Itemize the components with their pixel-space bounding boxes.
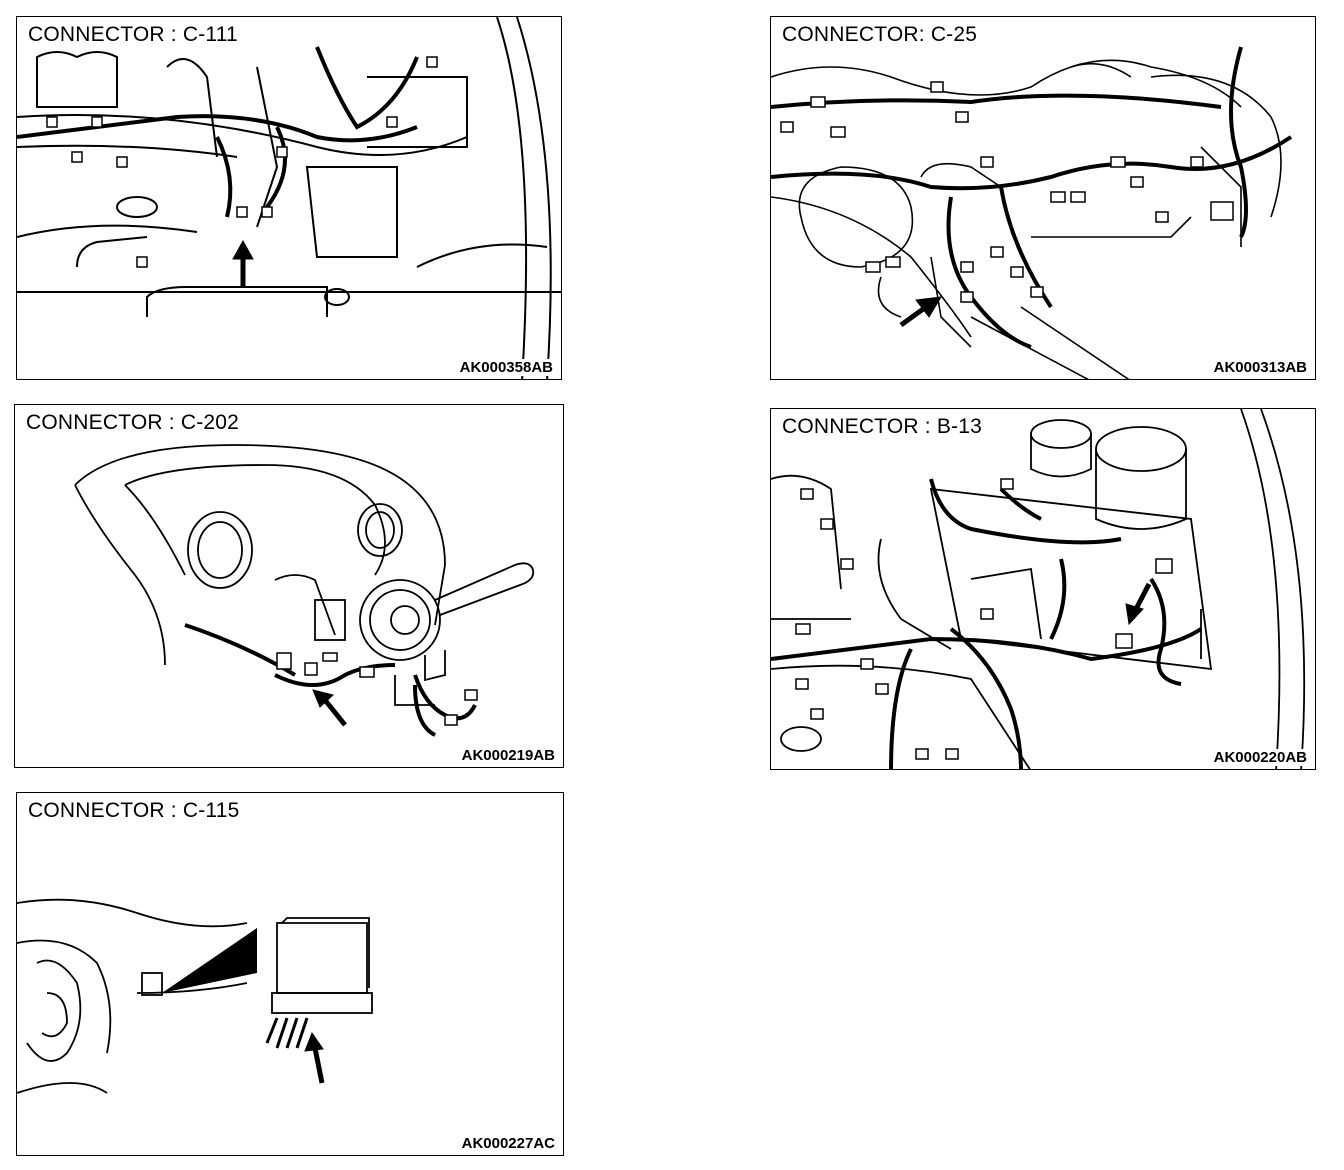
connector-title: CONNECTOR : C-115 [25,799,243,823]
panel-connector-b13: CONNECTOR : B-13 AK000220AB [770,408,1316,770]
figure-code: AK000219AB [459,747,557,764]
pointer-arrow-c111 [232,239,254,287]
pointer-arrow-c202 [312,689,347,727]
figure-code: AK000358AB [457,359,555,376]
pointer-arrow-c25 [899,296,942,328]
figure-code: AK000313AB [1211,359,1309,376]
figure-code: AK000227AC [459,1135,557,1152]
zoom-callout-wedge [162,928,257,993]
connector-title: CONNECTOR : C-202 [23,411,243,435]
figure-code: AK000220AB [1211,749,1309,766]
panel-connector-c111: CONNECTOR : C-111 AK000358AB [16,16,562,380]
connector-title: CONNECTOR: C-25 [779,23,981,47]
pointer-arrow-b13 [1125,582,1152,626]
steering-column-illustration-c202 [74,444,535,737]
panel-connector-c25: CONNECTOR: C-25 AK000313AB [770,16,1316,380]
panel-connector-c115: CONNECTOR : C-115 AK000227AC [16,792,564,1156]
connector-title: CONNECTOR : B-13 [779,415,986,439]
connector-title: CONNECTOR : C-111 [25,23,241,47]
dash-module-illustration-c115 [17,898,373,1094]
engine-bay-illustration-b13 [771,409,1306,769]
dashboard-harness-illustration-c25 [771,46,1293,379]
pointer-arrow-c115 [304,1031,325,1084]
engine-bay-illustration-c111 [17,17,561,379]
panel-connector-c202: CONNECTOR : C-202 AK000219AB [14,404,564,768]
